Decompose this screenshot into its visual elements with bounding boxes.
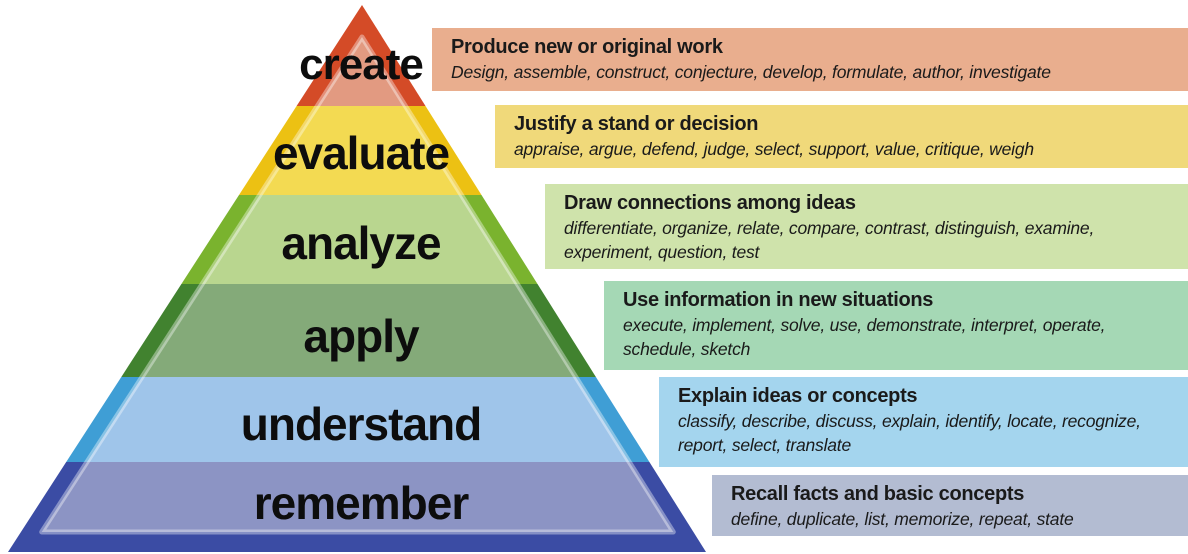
pyramid-inner-band-evaluate: [259, 106, 462, 195]
level-label-remember: remember: [253, 477, 469, 529]
description-box-analyze: Draw connections among ideas differentia…: [545, 184, 1188, 269]
description-box-understand: Explain ideas or concepts classify, desc…: [659, 377, 1188, 467]
pyramid-inner-highlight: [39, 34, 676, 535]
description-verbs: classify, describe, discuss, explain, id…: [678, 411, 1141, 455]
pyramid-inner-band-remember: [41, 462, 674, 532]
pyramid-inner-band-create: [317, 37, 406, 106]
description-heading: Justify a stand or decision: [514, 113, 759, 135]
description-heading: Use information in new situations: [623, 289, 934, 311]
description-heading: Produce new or original work: [451, 36, 723, 58]
description-heading: Draw connections among ideas: [564, 192, 856, 214]
pyramid-inner-band-analyze: [202, 195, 518, 284]
level-label-understand: understand: [240, 398, 482, 450]
level-label-create: create: [299, 40, 424, 89]
description-box-apply: Use information in new situations execut…: [604, 281, 1188, 370]
description-verbs: execute, implement, solve, use, demonstr…: [623, 315, 1106, 359]
level-label-apply: apply: [303, 310, 419, 362]
level-label-evaluate: evaluate: [272, 127, 450, 179]
description-box-create: Produce new or original work Design, ass…: [432, 28, 1188, 91]
description-verbs: Design, assemble, construct, conjecture,…: [451, 62, 1051, 82]
description-box-remember: Recall facts and basic concepts define, …: [712, 475, 1188, 536]
description-heading: Explain ideas or concepts: [678, 385, 918, 407]
description-box-evaluate: Justify a stand or decision appraise, ar…: [495, 105, 1188, 168]
pyramid-inner-band-understand: [87, 377, 630, 462]
pyramid-inner-band-apply: [142, 284, 576, 377]
description-heading: Recall facts and basic concepts: [731, 483, 1025, 505]
level-label-analyze: analyze: [281, 217, 441, 269]
description-verbs: appraise, argue, defend, judge, select, …: [514, 139, 1034, 159]
description-verbs: differentiate, organize, relate, compare…: [564, 218, 1095, 262]
description-verbs: define, duplicate, list, memorize, repea…: [731, 509, 1074, 529]
